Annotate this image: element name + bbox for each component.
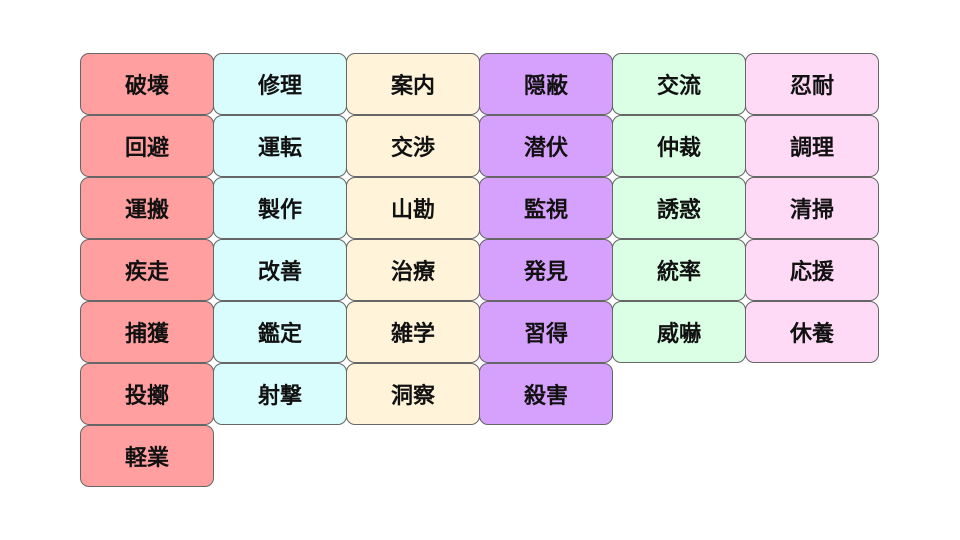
skill-tile[interactable]: 疾走 bbox=[80, 239, 214, 301]
skill-tile[interactable]: 忍耐 bbox=[745, 53, 879, 115]
skill-tile[interactable]: 破壊 bbox=[80, 53, 214, 115]
skill-tile[interactable]: 山勘 bbox=[346, 177, 480, 239]
skill-column: 修理運転製作改善鑑定射撃 bbox=[213, 53, 347, 487]
skill-tile[interactable]: 潜伏 bbox=[479, 115, 613, 177]
skill-tile[interactable]: 洞察 bbox=[346, 363, 480, 425]
skill-tile[interactable]: 案内 bbox=[346, 53, 480, 115]
skill-tile[interactable]: 交渉 bbox=[346, 115, 480, 177]
skill-tile[interactable]: 交流 bbox=[612, 53, 746, 115]
skill-grid: 破壊回避運搬疾走捕獲投擲軽業修理運転製作改善鑑定射撃案内交渉山勘治療雑学洞察隠蔽… bbox=[80, 53, 879, 487]
skill-tile[interactable]: 修理 bbox=[213, 53, 347, 115]
skill-tile[interactable]: 統率 bbox=[612, 239, 746, 301]
skill-tile[interactable]: 射撃 bbox=[213, 363, 347, 425]
skill-column: 忍耐調理清掃応援休養 bbox=[745, 53, 879, 487]
skill-tile[interactable]: 運転 bbox=[213, 115, 347, 177]
skill-tile[interactable]: 休養 bbox=[745, 301, 879, 363]
skill-tile[interactable]: 雑学 bbox=[346, 301, 480, 363]
skill-tile[interactable]: 監視 bbox=[479, 177, 613, 239]
skill-tile[interactable]: 鑑定 bbox=[213, 301, 347, 363]
skill-tile[interactable]: 応援 bbox=[745, 239, 879, 301]
skill-column: 破壊回避運搬疾走捕獲投擲軽業 bbox=[80, 53, 214, 487]
skill-column: 案内交渉山勘治療雑学洞察 bbox=[346, 53, 480, 487]
skill-column: 隠蔽潜伏監視発見習得殺害 bbox=[479, 53, 613, 487]
skill-tile[interactable]: 仲裁 bbox=[612, 115, 746, 177]
skill-tile[interactable]: 誘惑 bbox=[612, 177, 746, 239]
skill-tile[interactable]: 習得 bbox=[479, 301, 613, 363]
skill-tile[interactable]: 殺害 bbox=[479, 363, 613, 425]
skill-tile[interactable]: 改善 bbox=[213, 239, 347, 301]
skill-tile[interactable]: 回避 bbox=[80, 115, 214, 177]
skill-tile[interactable]: 清掃 bbox=[745, 177, 879, 239]
skill-tile[interactable]: 運搬 bbox=[80, 177, 214, 239]
skill-tile[interactable]: 捕獲 bbox=[80, 301, 214, 363]
skill-tile[interactable]: 製作 bbox=[213, 177, 347, 239]
skill-tile[interactable]: 軽業 bbox=[80, 425, 214, 487]
skill-tile[interactable]: 投擲 bbox=[80, 363, 214, 425]
skill-tile[interactable]: 威嚇 bbox=[612, 301, 746, 363]
skill-tile[interactable]: 発見 bbox=[479, 239, 613, 301]
skill-tile[interactable]: 調理 bbox=[745, 115, 879, 177]
skill-tile[interactable]: 隠蔽 bbox=[479, 53, 613, 115]
skill-tile[interactable]: 治療 bbox=[346, 239, 480, 301]
skill-column: 交流仲裁誘惑統率威嚇 bbox=[612, 53, 746, 487]
